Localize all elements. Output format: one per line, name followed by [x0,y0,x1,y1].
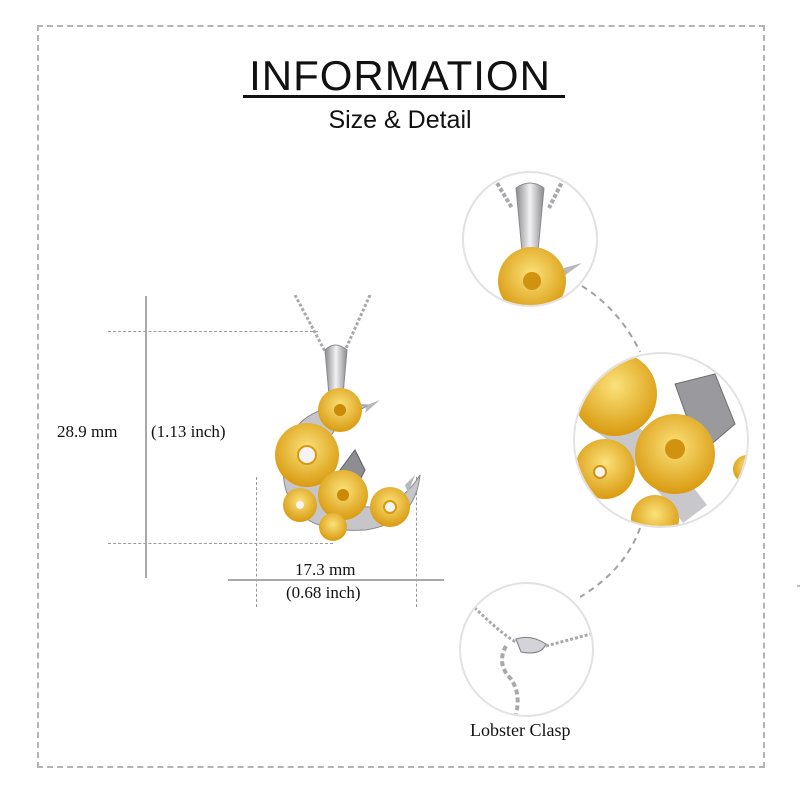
height-measure-line [145,296,147,578]
height-mm-label: 28.9 mm [57,422,118,441]
bottom-guide-line [108,543,333,544]
dashed-frame [37,25,765,768]
page-title: INFORMATION [249,52,551,99]
lobster-clasp-caption: Lobster Clasp [470,720,571,740]
lobster-clasp-detail-circle [459,582,594,717]
width-measure-line [228,579,444,581]
title-underline [243,95,565,98]
width-mm-label: 17.3 mm [295,560,356,579]
right-width-guide [416,477,417,607]
height-inch-label: (1.13 inch) [151,422,226,441]
width-inch-label: (0.68 inch) [286,583,361,602]
page-subtitle: Size & Detail [328,106,472,134]
bail-detail-circle [462,171,598,307]
left-width-guide [256,477,257,607]
pendant-image [255,295,425,550]
top-guide-line [108,331,318,332]
sunflower-butterfly-detail-circle [573,352,749,528]
sunflower-top [318,388,362,432]
